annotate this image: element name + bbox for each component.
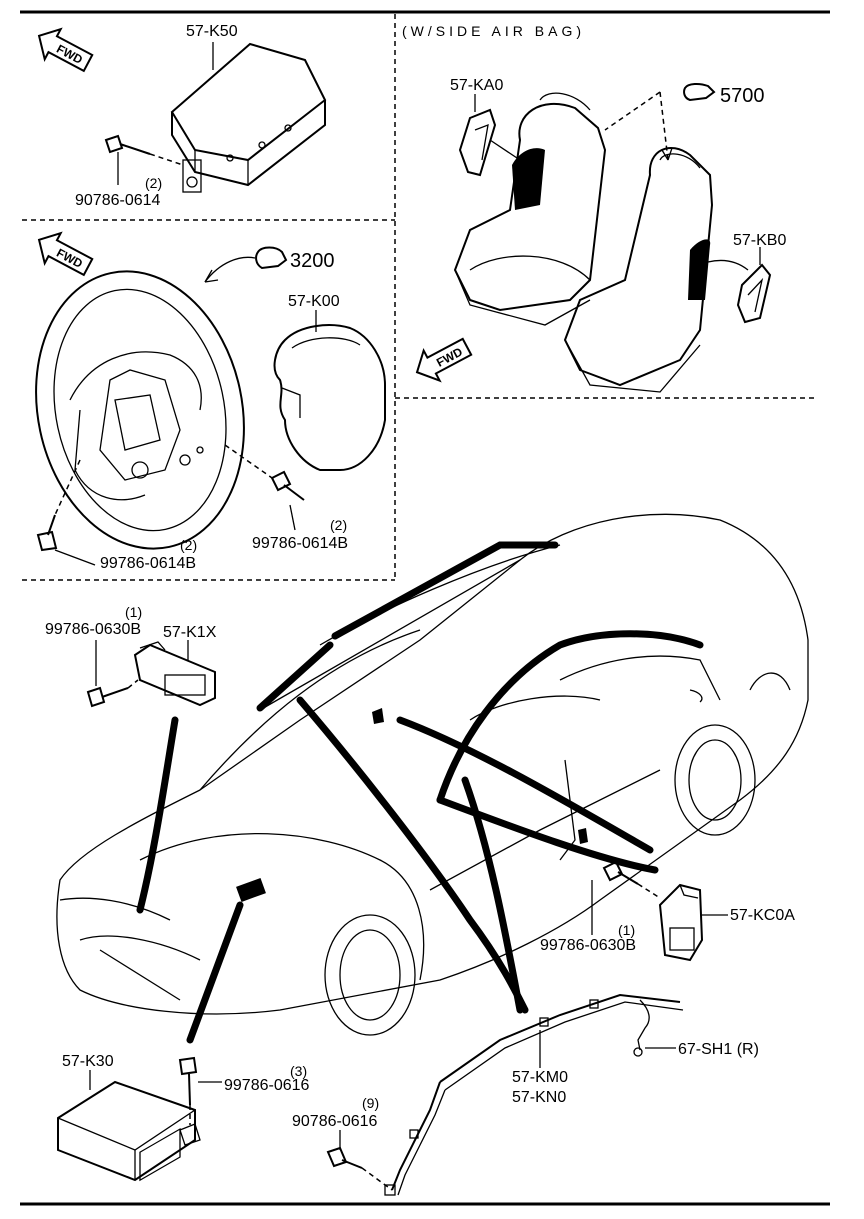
bolt-number: 90786-0614 xyxy=(75,192,161,209)
part-label-k1x: 57-K1X xyxy=(163,624,217,641)
part-label-kb0: 57-KB0 xyxy=(733,232,786,249)
bolt-number: 99786-0630B xyxy=(45,621,141,638)
bolt-qty: (1) xyxy=(125,604,142,620)
front-seat-right xyxy=(563,146,714,393)
part-label-kc0a: 57-KC0A xyxy=(730,907,795,924)
bolt-icon xyxy=(36,459,81,552)
side-airbag-module-left xyxy=(458,108,497,177)
part-label-kn0: 57-KN0 xyxy=(512,1089,566,1106)
leader-line xyxy=(289,504,296,531)
bolt-number: 99786-0616 xyxy=(224,1077,310,1094)
part-label-sh1: 67-SH1 (R) xyxy=(678,1041,759,1058)
front-seat-left xyxy=(453,92,607,326)
leader-line xyxy=(54,549,96,566)
bolt-number: 99786-0614B xyxy=(100,555,196,572)
roof-clip xyxy=(372,708,384,724)
bolt-qty: (2) xyxy=(145,175,162,191)
bolt-qty: (2) xyxy=(180,537,197,553)
ref-label-5700: 5700 xyxy=(720,85,765,107)
crash-sensor-side xyxy=(658,883,704,962)
bolt-icon xyxy=(602,860,661,899)
driver-airbag-module xyxy=(273,324,386,471)
bolt-icon xyxy=(224,444,305,501)
side-airbag-module-right xyxy=(736,263,772,324)
bolt-icon xyxy=(326,1146,393,1191)
part-label-k30: 57-K30 xyxy=(62,1053,114,1070)
part-label-k00: 57-K00 xyxy=(288,293,340,310)
part-label-k50: 57-K50 xyxy=(186,23,238,40)
sensor-mount-pad xyxy=(236,878,266,902)
crash-sensor-front xyxy=(133,641,216,707)
fwd-arrow-icon: FWD xyxy=(37,27,94,73)
curtain-airbag-routes xyxy=(136,541,704,1044)
ref-hand-icon xyxy=(255,246,288,270)
side-airbag-header: (W/SIDE AIR BAG) xyxy=(402,23,585,39)
panel-dividers xyxy=(20,10,830,1206)
leader-line xyxy=(659,91,669,161)
bolt-icon xyxy=(178,1056,198,1125)
steering-wheel xyxy=(35,270,245,550)
car-body xyxy=(56,513,809,1036)
bolt-number: 99786-0630B xyxy=(540,937,636,954)
airbag-control-module xyxy=(57,1080,201,1182)
bolt-icon xyxy=(86,679,139,708)
fwd-arrow-icon: FWD xyxy=(37,231,94,277)
part-label-km0: 57-KM0 xyxy=(512,1069,568,1086)
bolt-qty: (2) xyxy=(330,517,347,533)
leader-line xyxy=(204,256,256,283)
leader-line xyxy=(707,259,749,271)
part-label-ka0: 57-KA0 xyxy=(450,77,503,94)
bolt-icon xyxy=(104,134,184,166)
ref-hand-icon xyxy=(683,82,716,102)
pillar-clip xyxy=(578,828,588,844)
bolt-number: 90786-0616 xyxy=(292,1113,378,1130)
leader-line xyxy=(489,139,521,161)
leader-line xyxy=(604,91,661,131)
bolt-qty: (9) xyxy=(362,1095,379,1111)
ref-label-3200: 3200 xyxy=(290,250,335,272)
curtain-airbag-module xyxy=(384,993,684,1196)
bolt-qty: (3) xyxy=(290,1063,307,1079)
bolt-qty: (1) xyxy=(618,922,635,938)
fwd-arrow-icon: FWD xyxy=(415,337,473,383)
passenger-airbag-module xyxy=(170,42,327,193)
bolt-number: 99786-0614B xyxy=(252,535,348,552)
